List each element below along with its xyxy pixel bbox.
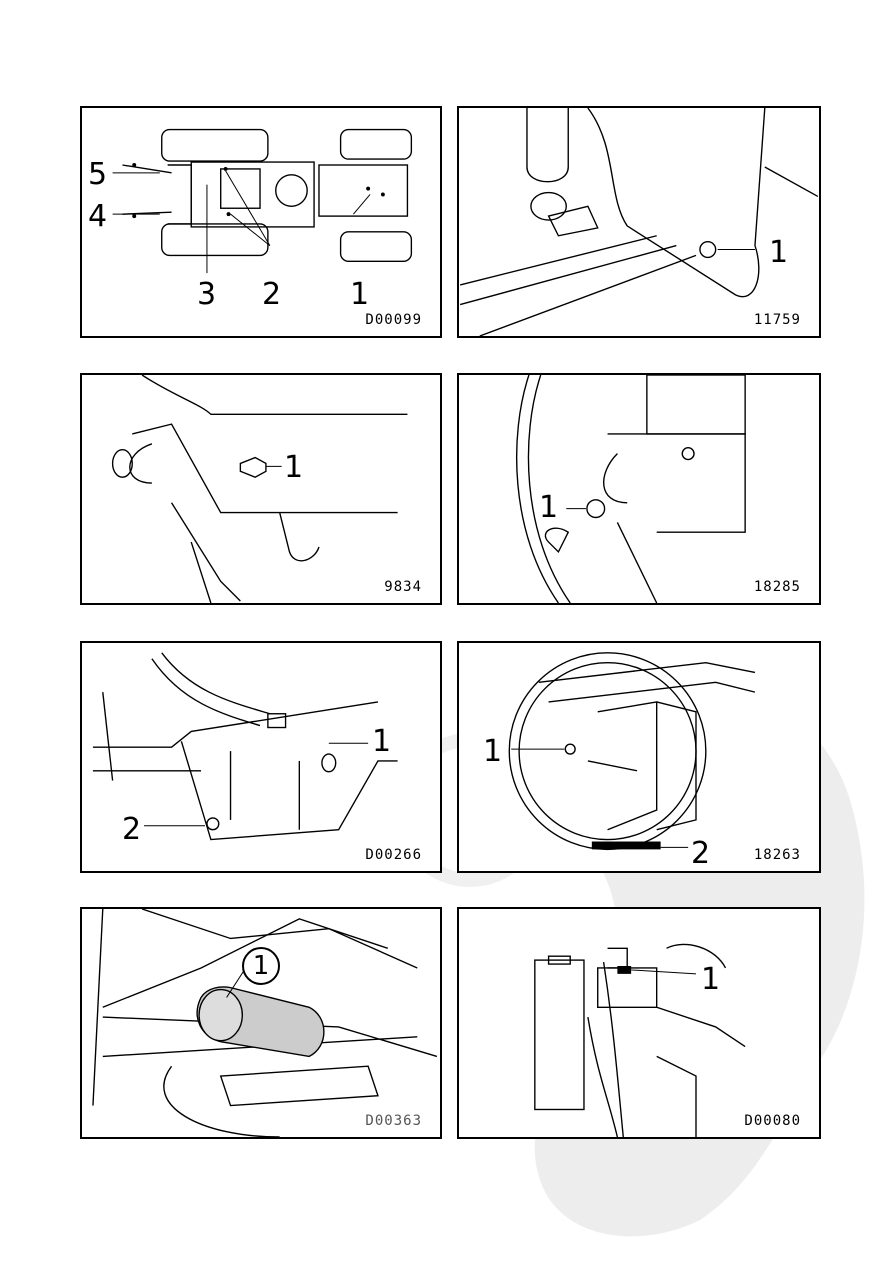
figure-code: 11759 <box>753 312 801 328</box>
figure-code: D00266 <box>365 847 422 863</box>
figure-final-drive-plugs: 1 2 18263 <box>457 641 821 873</box>
figure-code: 9834 <box>384 579 422 595</box>
figure-transmission-plugs: 1 2 D00266 <box>80 641 442 873</box>
figure-air-cleaner: 1 D00363 <box>80 907 442 1139</box>
figure-sump-plug: 1 11759 <box>457 106 821 338</box>
figure-code: 18285 <box>753 579 801 595</box>
callout-1: 1 <box>539 490 559 525</box>
figure-code: D00363 <box>365 1113 422 1129</box>
callout-4: 4 <box>88 199 108 234</box>
sump-plug-drawing <box>459 108 819 336</box>
callout-1: 1 <box>242 947 280 985</box>
air-cleaner-drawing <box>92 909 438 1137</box>
callout-1: 1 <box>284 450 304 485</box>
figure-code: D00099 <box>365 312 422 328</box>
figure-code: D00080 <box>744 1113 801 1129</box>
callout-2: 2 <box>122 812 142 847</box>
reservoir-drawing <box>534 943 746 1137</box>
figure-hub-plug: 1 18285 <box>457 373 821 605</box>
hub-plug-drawing <box>515 375 746 603</box>
callout-1: 1 <box>350 277 370 312</box>
figure-axle-plug: 1 9834 <box>80 373 442 605</box>
figure-reservoir: 1 D00080 <box>457 907 821 1139</box>
axle-plug-drawing <box>111 375 408 603</box>
callout-2: 2 <box>262 277 282 312</box>
callout-1: 1 <box>483 734 503 769</box>
callout-1: 1 <box>372 724 392 759</box>
callout-1: 1 <box>769 235 789 270</box>
transmission-plugs-drawing <box>92 652 398 841</box>
callout-3: 3 <box>197 277 217 312</box>
final-drive-plugs-drawing <box>508 652 756 851</box>
figure-code: 18263 <box>753 847 801 863</box>
callout-1-circled: 1 <box>242 947 280 985</box>
tractor-top-view-drawing <box>112 128 413 274</box>
callout-5: 5 <box>88 157 108 192</box>
figure-tractor-top-view: 5 4 3 2 1 D00099 <box>80 106 442 338</box>
callout-2: 2 <box>691 836 711 871</box>
callout-1: 1 <box>701 962 721 997</box>
